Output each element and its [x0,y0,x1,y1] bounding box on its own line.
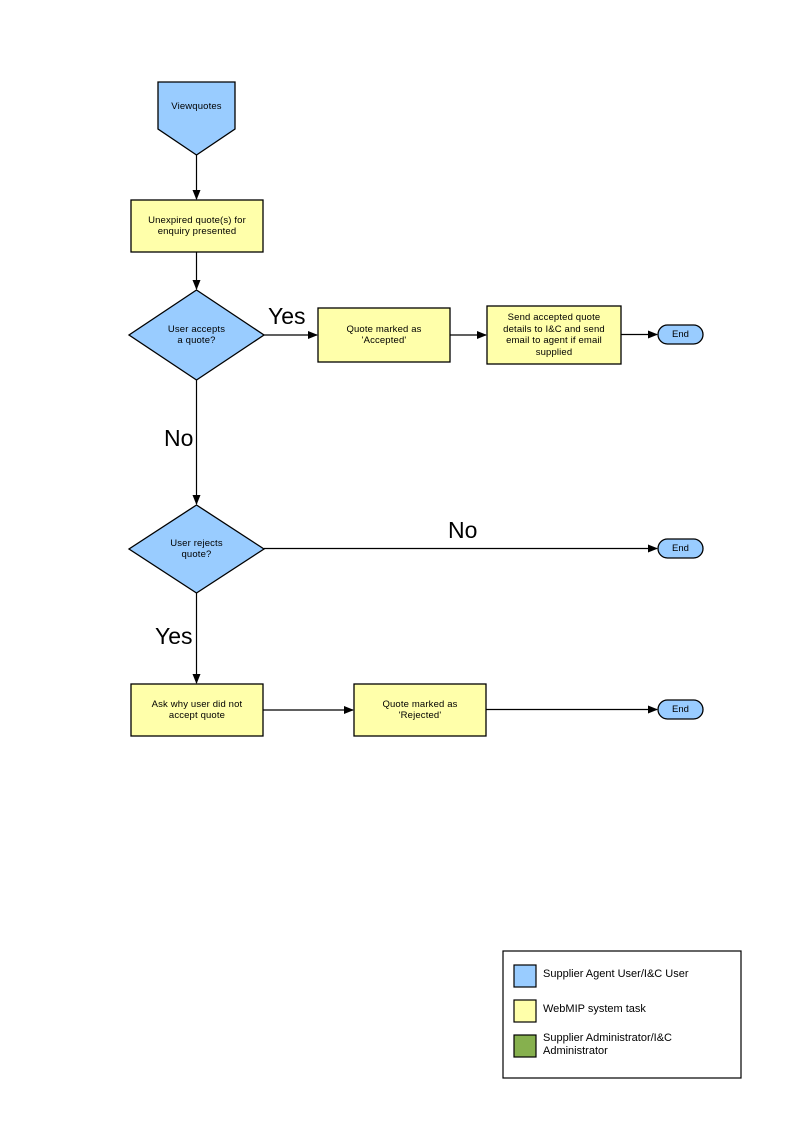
node-send-details-shape [486,305,622,365]
node-end3-label: End [672,704,689,715]
node-unexpired-shape [130,199,264,253]
node-end1-label: End [672,329,689,340]
node-end1-shape [657,324,704,345]
node-marked-rejected-shape [353,683,487,737]
node-rejects-shape [127,504,266,594]
legend-item-label-system-task: WebMIP system task [543,1003,646,1015]
node-ask-why-shape [130,683,264,737]
node-end3-shape [657,699,704,720]
legend-item-label-user-role: Supplier Agent User/I&C User [543,968,689,980]
edge-label-accepts-no: No [164,425,194,451]
legend-swatch-admin-role [513,1034,537,1058]
legend-swatch-user-role [513,964,537,988]
edge-label-accepts-yes: Yes [268,303,306,329]
node-start-shape [157,81,236,156]
legend-item-label-admin-role: Supplier Administrator/I&C Administrator [543,1032,672,1057]
node-accepts-shape [127,289,266,381]
edge-label-rejects-yes: Yes [155,623,193,649]
legend-box [502,950,742,1079]
node-marked-accepted-shape [317,307,451,363]
legend-swatch-system-task [513,999,537,1023]
node-end2-label: End [672,543,689,554]
edge-label-rejects-no: No [448,517,478,543]
node-end2-shape [657,538,704,559]
